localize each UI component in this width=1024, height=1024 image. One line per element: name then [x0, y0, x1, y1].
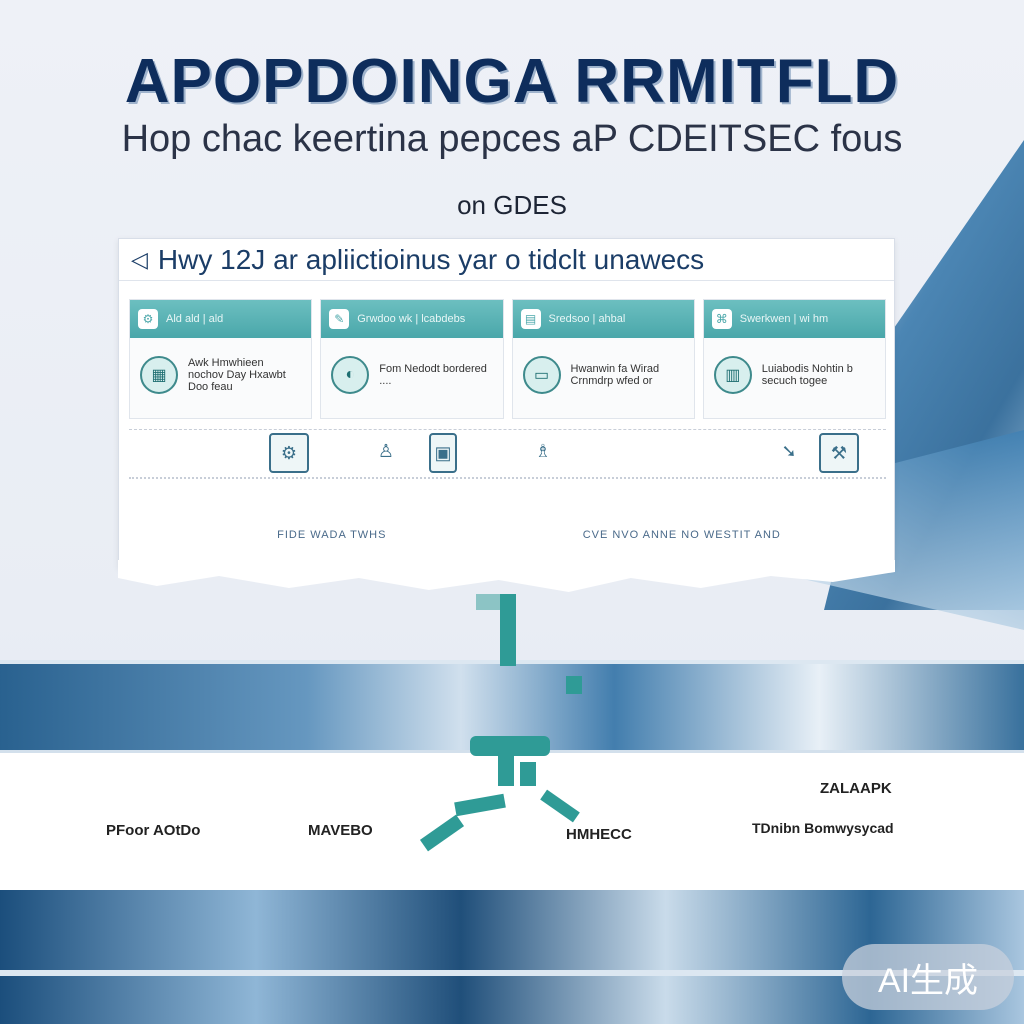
footer-text-2: CVE NVO ANNE NO WESTIT AND: [582, 529, 781, 541]
figure-icon: ♗: [534, 441, 552, 461]
diagram-strip: ⚙ ♙ ▣ ♗ ➘ ⚒: [129, 429, 886, 479]
tool-icon: ⚙: [138, 309, 158, 329]
panel-header: ◁ Hwy 12J ar apliictioinus yar o tidclt …: [119, 239, 894, 281]
server-icon: ▦: [140, 356, 178, 394]
device-icon: ▣: [429, 433, 457, 473]
machine-icon: ⚙: [269, 433, 309, 473]
section-label: on GDES: [457, 190, 567, 220]
card-row: ⚙ Ald ald | ald ▦ Awk Hmwhieen nochov Da…: [129, 299, 886, 419]
card-header: ✎ Grwdoo wk | lcabdebs: [321, 300, 503, 338]
card-1[interactable]: ⚙ Ald ald | ald ▦ Awk Hmwhieen nochov Da…: [129, 299, 313, 419]
network-icon: ⌘: [711, 309, 732, 329]
card-text: Hwanwin fa Wirad Crnmdrp wfed or: [570, 363, 660, 387]
arrow-left-icon: ◁: [131, 246, 148, 272]
robot-icon: ⚒: [819, 433, 859, 473]
connector-segment: [566, 676, 582, 694]
card-title: Sredsoo | ahbal: [548, 313, 626, 325]
card-text: Luiabodis Nohtin b secuch togee: [761, 363, 853, 387]
card-title: Grwdoo wk | lcabdebs: [357, 313, 466, 325]
connector-node: [470, 736, 550, 756]
card-header: ⚙ Ald ald | ald: [130, 300, 312, 338]
gauge-icon: ◐: [331, 356, 370, 394]
person-icon: ♙: [377, 441, 395, 461]
page-subtitle: Hop chac keertina pepces aP CDEITSEC fou…: [121, 118, 903, 160]
chart-icon: ▤: [520, 309, 541, 329]
panel-footer: FIDE WADA TWHS CVE NVO ANNE NO WESTIT AN…: [179, 529, 879, 541]
panel-heading: Hwy 12J ar apliictioinus yar o tidclt un…: [157, 243, 705, 275]
card-header: ▤ Sredsoo | ahbal: [512, 300, 694, 338]
grid-icon: ▥: [713, 356, 752, 394]
node-label: HMHECC: [566, 826, 632, 843]
card-text: Fom Nedodt bordered ....: [379, 363, 487, 387]
node-label: TDnibn Bomwysycad: [752, 820, 894, 836]
document-icon: ✎: [329, 309, 350, 329]
card-title: Swerkwen | wi hm: [739, 313, 829, 325]
card-body: ▥ Luiabodis Nohtin b secuch togee: [704, 338, 885, 412]
decorative-band: [0, 660, 1024, 750]
connector-segment: [500, 594, 516, 666]
card-3[interactable]: ▤ Sredsoo | ahbal ▭ Hwanwin fa Wirad Crn…: [511, 299, 695, 419]
connector-segment: [498, 756, 514, 786]
card-title: Ald ald | ald: [166, 313, 224, 325]
node-label: PFoor AOtDo: [106, 822, 201, 839]
ai-generated-badge: AI生成: [842, 944, 1014, 1010]
content-panel: ◁ Hwy 12J ar apliictioinus yar o tidclt …: [118, 238, 895, 568]
arrow-icon: ➘: [781, 441, 797, 461]
node-label: ZALAAPK: [820, 780, 892, 797]
connector-segment: [520, 762, 536, 786]
card-4[interactable]: ⌘ Swerkwen | wi hm ▥ Luiabodis Nohtin b …: [702, 299, 886, 419]
footer-text-1: FIDE WADA TWHS: [277, 529, 387, 541]
card-text: Awk Hmwhieen nochov Day Hxawbt Doo feau: [188, 357, 286, 393]
card-header: ⌘ Swerkwen | wi hm: [703, 300, 885, 338]
card-body: ▭ Hwanwin fa Wirad Crnmdrp wfed or: [513, 338, 694, 412]
node-label: MAVEBO: [308, 822, 373, 839]
card-body: ▦ Awk Hmwhieen nochov Day Hxawbt Doo fea…: [130, 338, 311, 412]
page-title: APOPDOINGA RRMITFLD: [124, 47, 900, 116]
monitor-icon: ▭: [522, 356, 561, 394]
card-2[interactable]: ✎ Grwdoo wk | lcabdebs ◐ Fom Nedodt bord…: [320, 299, 504, 419]
band-divider-bottom: [0, 970, 1024, 976]
card-body: ◐ Fom Nedodt bordered ....: [321, 338, 502, 412]
